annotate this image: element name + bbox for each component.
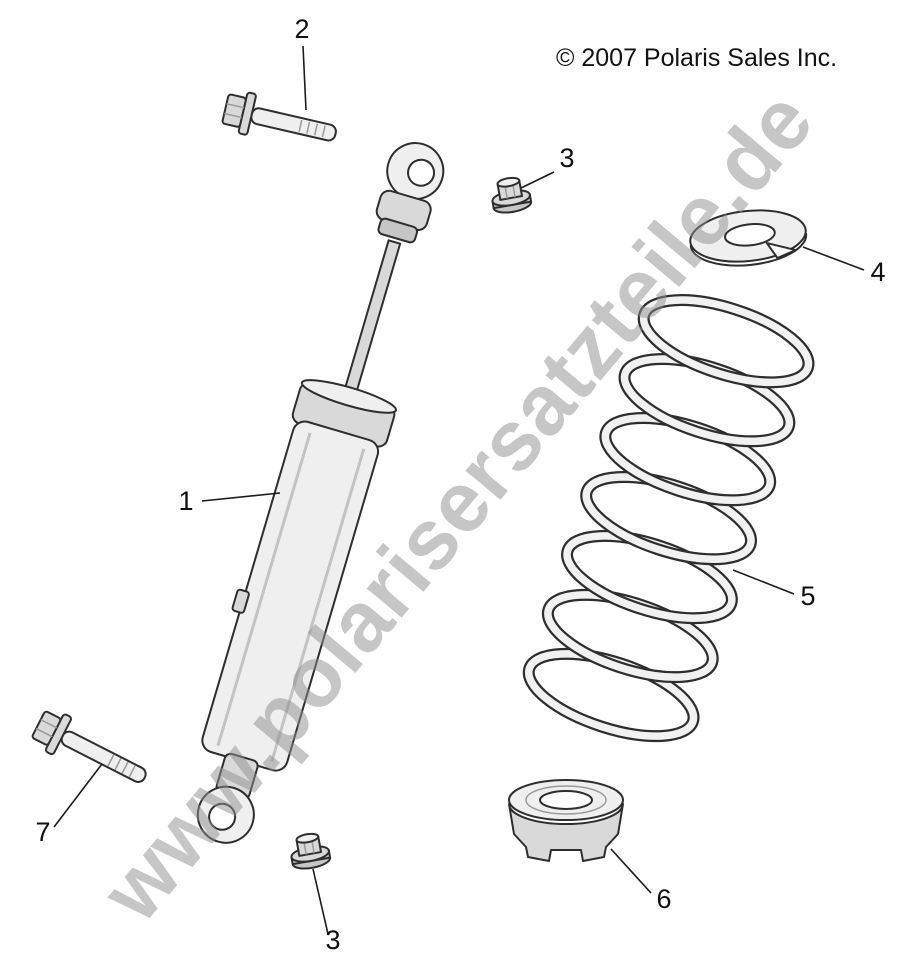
retainer-hole <box>723 223 776 247</box>
lower-spring-seat <box>508 779 624 862</box>
upper-bolt-head-facets <box>224 103 245 119</box>
spring-coil-core <box>639 296 813 387</box>
seat-step <box>525 785 607 815</box>
retainer-thickness <box>689 232 808 267</box>
callout-2-leader <box>302 45 307 111</box>
upper-spring-retainer <box>689 209 808 267</box>
seat-hole <box>539 790 593 810</box>
lower-bolt-shaft <box>60 730 147 783</box>
upper-flange-nut <box>491 176 533 214</box>
seat-cup-body <box>508 803 624 862</box>
upper-bolt <box>221 91 337 142</box>
shock-top-collar <box>377 217 419 244</box>
nut-top-face <box>496 176 521 188</box>
lower-flange-nut <box>290 832 332 870</box>
upper-bolt-threads <box>298 119 326 138</box>
shock-rod <box>339 239 402 410</box>
callout-1: 1 <box>178 486 193 516</box>
retainer-notch <box>765 242 797 260</box>
callout-5: 5 <box>800 581 815 611</box>
callout-3-lower: 3 <box>325 925 340 955</box>
shock-top-eye-hole <box>407 158 436 187</box>
callout-3-upper-leader <box>520 171 555 189</box>
callout-6: 6 <box>656 884 671 914</box>
lower-bolt-head-facets <box>35 718 58 738</box>
upper-bolt-head <box>221 93 247 128</box>
nut-top-face <box>295 832 320 844</box>
shock-body-shading <box>216 432 366 762</box>
coil-spring <box>522 294 815 743</box>
shock-bottom-eye-hole <box>208 802 237 831</box>
shock-body-cap-top <box>300 379 398 414</box>
shock-side-fitting <box>231 588 250 614</box>
copyright-text: © 2007 Polaris Sales Inc. <box>556 44 837 72</box>
callout-7: 7 <box>35 817 50 847</box>
callout-6-leader <box>610 848 652 894</box>
upper-bolt-shaft <box>250 107 337 142</box>
callout-5-leader <box>732 569 795 595</box>
lower-bolt-head <box>31 710 62 746</box>
lower-bolt <box>31 710 147 783</box>
callout-3-upper: 3 <box>559 143 574 173</box>
callout-2: 2 <box>294 14 309 44</box>
shock-absorber <box>196 142 445 844</box>
callout-3-lower-leader <box>312 868 329 935</box>
callout-7-leader <box>53 763 103 828</box>
callout-4-leader <box>802 246 865 271</box>
callout-4: 4 <box>870 257 885 287</box>
lower-bolt-threads <box>107 754 136 778</box>
callout-1-leader <box>201 492 281 502</box>
